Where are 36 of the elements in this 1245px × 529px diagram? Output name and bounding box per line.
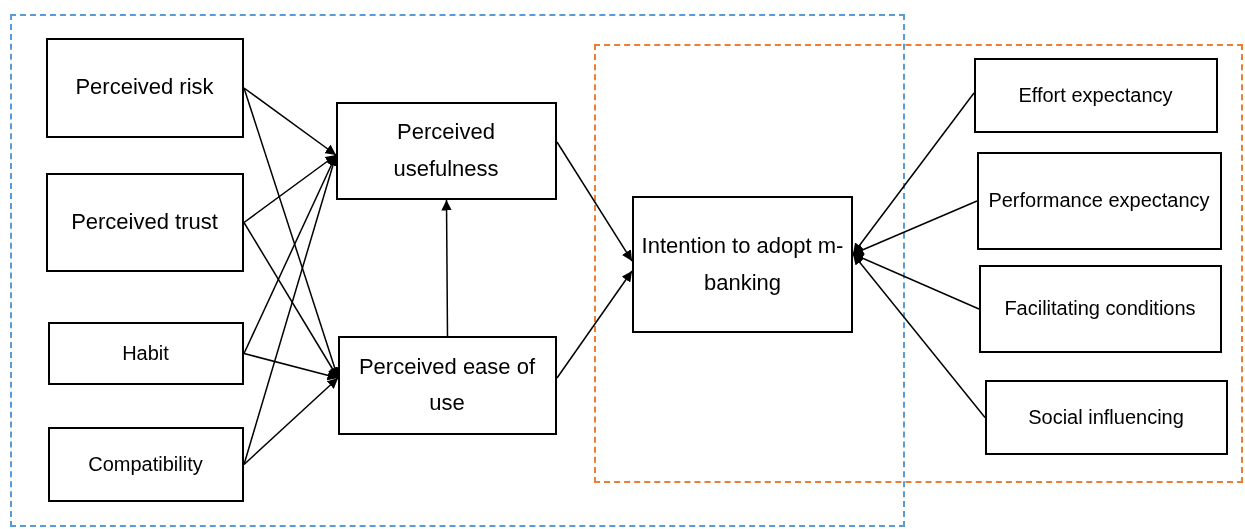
construct-label: Intention to adopt m-banking [640,232,845,297]
construct-box [335,101,557,200]
construct-label: Social influencing [1027,404,1185,430]
arrow [243,221,339,379]
arrow [441,199,452,337]
arrow [243,377,339,466]
construct-label: Habit [121,340,170,366]
construct-label: Perceived usefulness [392,118,500,183]
arrow [852,253,986,419]
construct-box [47,426,244,502]
construct-label: Effort expectancy [1017,82,1174,108]
arrow [556,141,633,262]
construct-box [973,57,1218,133]
arrow [852,253,980,310]
arrow [852,200,978,255]
construct-box [978,264,1222,353]
construct-label: Performance expectancy [987,188,1211,213]
construct-box [45,172,244,272]
construct-box [984,379,1228,455]
construct-label: Compatibility [87,451,204,477]
construct-label: Perceived trust [70,207,219,236]
construct-label: Perceived ease of use [357,352,537,417]
construct-label: Perceived risk [74,73,215,102]
arrow [852,92,975,255]
dashed-region [10,14,905,527]
construct-box [337,335,557,435]
construct-box [47,321,244,385]
arrow [243,154,337,224]
construct-label: Facilitating conditions [1003,296,1197,321]
construct-box [976,151,1222,250]
arrow [556,270,633,379]
arrow [243,87,337,156]
arrow [243,352,339,381]
dashed-region [594,44,1243,483]
construct-box [45,37,244,138]
construct-box [632,196,853,333]
